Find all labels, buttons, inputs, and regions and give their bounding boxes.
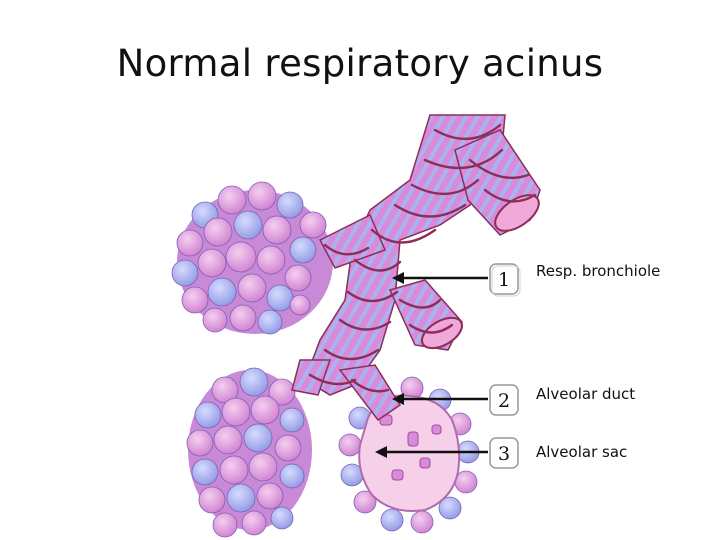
label-1-callout: 1	[392, 263, 521, 297]
label-resp-bronchiole: Resp. bronchiole	[536, 262, 661, 280]
label-2-callout: 2	[392, 384, 519, 416]
arrow-1-head	[392, 272, 404, 284]
badge-2-number: 2	[498, 390, 510, 412]
upper-alveolar-cluster	[171, 181, 333, 335]
arrow-2-head	[392, 393, 404, 405]
badge-1-number: 1	[498, 269, 510, 291]
label-alveolar-sac: Alveolar sac	[536, 443, 628, 461]
label-3-callout: 3	[375, 437, 519, 469]
badge-3-number: 3	[498, 443, 510, 465]
badge-2	[489, 384, 519, 416]
arrow-3-head	[375, 446, 387, 458]
alveolar-sac-cluster	[338, 376, 480, 534]
slide-title: Normal respiratory acinus	[116, 42, 604, 85]
label-alveolar-duct: Alveolar duct	[536, 385, 636, 403]
badge-1	[489, 263, 519, 295]
lower-alveolar-cluster	[186, 367, 312, 538]
badge-3	[489, 437, 519, 469]
bronchiole-tree	[291, 114, 541, 422]
